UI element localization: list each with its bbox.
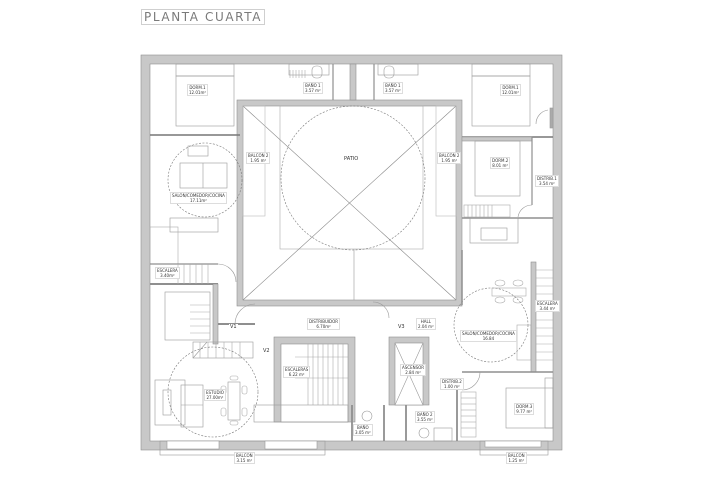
room-label-patio: PATIO bbox=[343, 156, 360, 162]
plan-title: PLANTA CUARTA bbox=[141, 9, 266, 25]
door-tag-v2: V2 bbox=[262, 348, 271, 354]
door-tag-v1: V1 bbox=[229, 324, 238, 330]
patio-turning-circle bbox=[280, 105, 426, 251]
estudio-turning-circle bbox=[167, 346, 259, 438]
door-tag-v3: V3 bbox=[397, 324, 406, 330]
salon-left-turning-circle bbox=[167, 142, 243, 218]
